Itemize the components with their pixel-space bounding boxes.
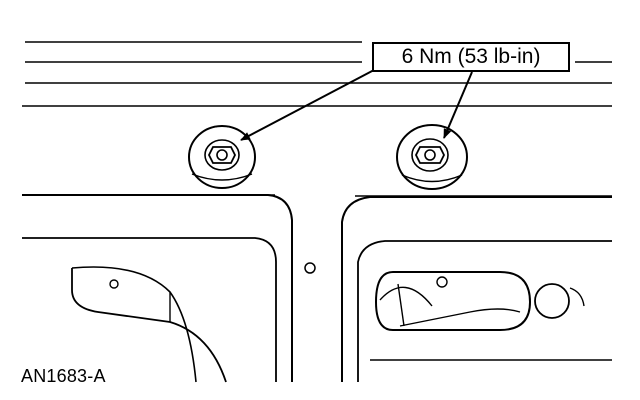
leader-arrows (240, 69, 473, 141)
right-bolt (396, 124, 468, 190)
torque-label: 6 Nm (53 lb-in) (401, 45, 541, 68)
center-hole (304, 262, 316, 274)
left-housing (22, 194, 293, 383)
torque-callout: 6 Nm (53 lb-in) (372, 42, 570, 72)
figure-id: AN1683-A (21, 366, 106, 386)
right-housing (341, 196, 612, 382)
left-bolt (188, 125, 256, 189)
